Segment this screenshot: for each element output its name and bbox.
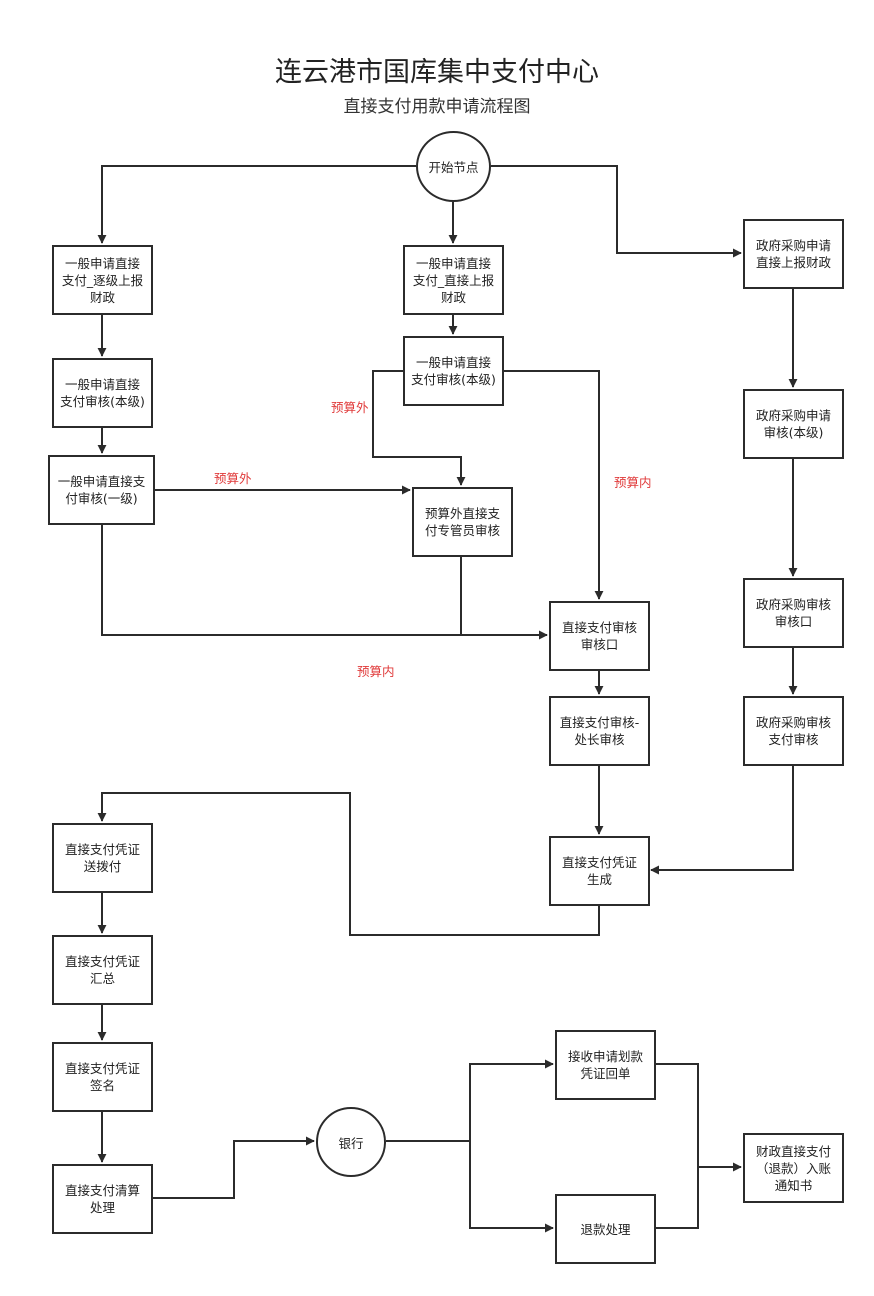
start-node[interactable]: 开始节点	[416, 131, 491, 202]
gov-proc-review-desk-box[interactable]: 政府采购审核审核口	[743, 578, 844, 648]
general-step-report-label: 一般申请直接支付_逐级上报财政	[61, 255, 144, 305]
bank-node-label: 银行	[338, 1135, 364, 1151]
edge-label-off-budget-mid: 预算外	[331, 400, 369, 415]
direct-review-chief-box[interactable]: 直接支付审核-处长审核	[549, 696, 650, 766]
edge-bank-receipt	[469, 1059, 554, 1141]
edge-label-in-budget-left: 预算内	[357, 664, 395, 679]
gov-proc-review-desk-label: 政府采购审核审核口	[755, 597, 831, 629]
general-review-local-left-box[interactable]: 一般申请直接支付审核(本级)	[52, 358, 153, 428]
edge-label-in-budget-mid: 预算内	[614, 475, 652, 490]
direct-review-desk-box[interactable]: 直接支付审核审核口	[549, 601, 650, 671]
general-review-first-box[interactable]: 一般申请直接支付审核(一级)	[48, 455, 155, 525]
voucher-send-label: 直接支付凭证送拨付	[64, 842, 140, 874]
voucher-sign-box[interactable]: 直接支付凭证签名	[52, 1042, 153, 1112]
general-step-report-box[interactable]: 一般申请直接支付_逐级上报财政	[52, 245, 153, 315]
edge-start-right	[491, 165, 742, 258]
general-review-local-mid-box[interactable]: 一般申请直接支付审核(本级)	[403, 336, 504, 406]
voucher-summary-box[interactable]: 直接支付凭证汇总	[52, 935, 153, 1005]
voucher-send-box[interactable]: 直接支付凭证送拨付	[52, 823, 153, 893]
edge-mid-offbudget	[372, 370, 466, 486]
direct-review-chief-label: 直接支付审核-处长审核	[559, 715, 640, 747]
receipt-label: 接收申请划款凭证回单	[567, 1049, 643, 1081]
edge-receipt-notice	[655, 1063, 699, 1229]
off-budget-review-label: 预算外直接支付专管员审核	[424, 506, 500, 538]
voucher-generate-label: 直接支付凭证生成	[561, 855, 637, 887]
voucher-generate-box[interactable]: 直接支付凭证生成	[549, 836, 650, 906]
edge-label-off-budget-left: 预算外	[214, 471, 252, 486]
edge-clearing-bank	[152, 1136, 315, 1199]
general-direct-report-box[interactable]: 一般申请直接支付_直接上报财政	[403, 245, 504, 315]
start-node-label: 开始节点	[428, 160, 479, 175]
bank-node[interactable]: 银行	[316, 1107, 386, 1177]
page-title: 连云港市国库集中支付中心	[275, 57, 599, 88]
off-budget-review-box[interactable]: 预算外直接支付专管员审核	[412, 487, 513, 557]
general-review-local-mid-label: 一般申请直接支付审核(本级)	[411, 355, 496, 387]
general-review-first-label: 一般申请直接支付审核(一级)	[57, 474, 146, 506]
page-subtitle: 直接支付用款申请流程图	[343, 97, 531, 117]
notice-box[interactable]: 财政直接支付（退款）入账通知书	[743, 1133, 844, 1203]
voucher-summary-label: 直接支付凭证汇总	[64, 954, 140, 986]
general-review-local-left-label: 一般申请直接支付审核(本级)	[60, 377, 145, 409]
edge-start-left	[97, 165, 416, 244]
receipt-box[interactable]: 接收申请划款凭证回单	[555, 1030, 656, 1100]
edge-bank-refund	[469, 1141, 554, 1233]
direct-review-desk-label: 直接支付审核审核口	[561, 620, 637, 652]
clearing-label: 直接支付清算处理	[64, 1183, 140, 1215]
gov-proc-report-label: 政府采购申请直接上报财政	[755, 238, 831, 270]
gov-proc-payment-review-label: 政府采购审核支付审核	[755, 715, 831, 747]
edge-right-to-voucher	[650, 766, 794, 875]
gov-proc-review-local-label: 政府采购申请审核(本级)	[755, 408, 831, 440]
notice-label: 财政直接支付（退款）入账通知书	[755, 1143, 831, 1193]
refund-box[interactable]: 退款处理	[555, 1194, 656, 1264]
voucher-sign-label: 直接支付凭证签名	[64, 1061, 140, 1093]
refund-label: 退款处理	[580, 1221, 631, 1237]
edge-voucher-send	[97, 792, 600, 936]
general-direct-report-label: 一般申请直接支付_直接上报财政	[412, 255, 495, 305]
gov-proc-report-box[interactable]: 政府采购申请直接上报财政	[743, 219, 844, 289]
gov-proc-review-local-box[interactable]: 政府采购申请审核(本级)	[743, 389, 844, 459]
clearing-box[interactable]: 直接支付清算处理	[52, 1164, 153, 1234]
gov-proc-payment-review-box[interactable]: 政府采购审核支付审核	[743, 696, 844, 766]
edge-mid-inbudget	[503, 370, 604, 600]
edge-left-inbudget	[101, 525, 548, 640]
